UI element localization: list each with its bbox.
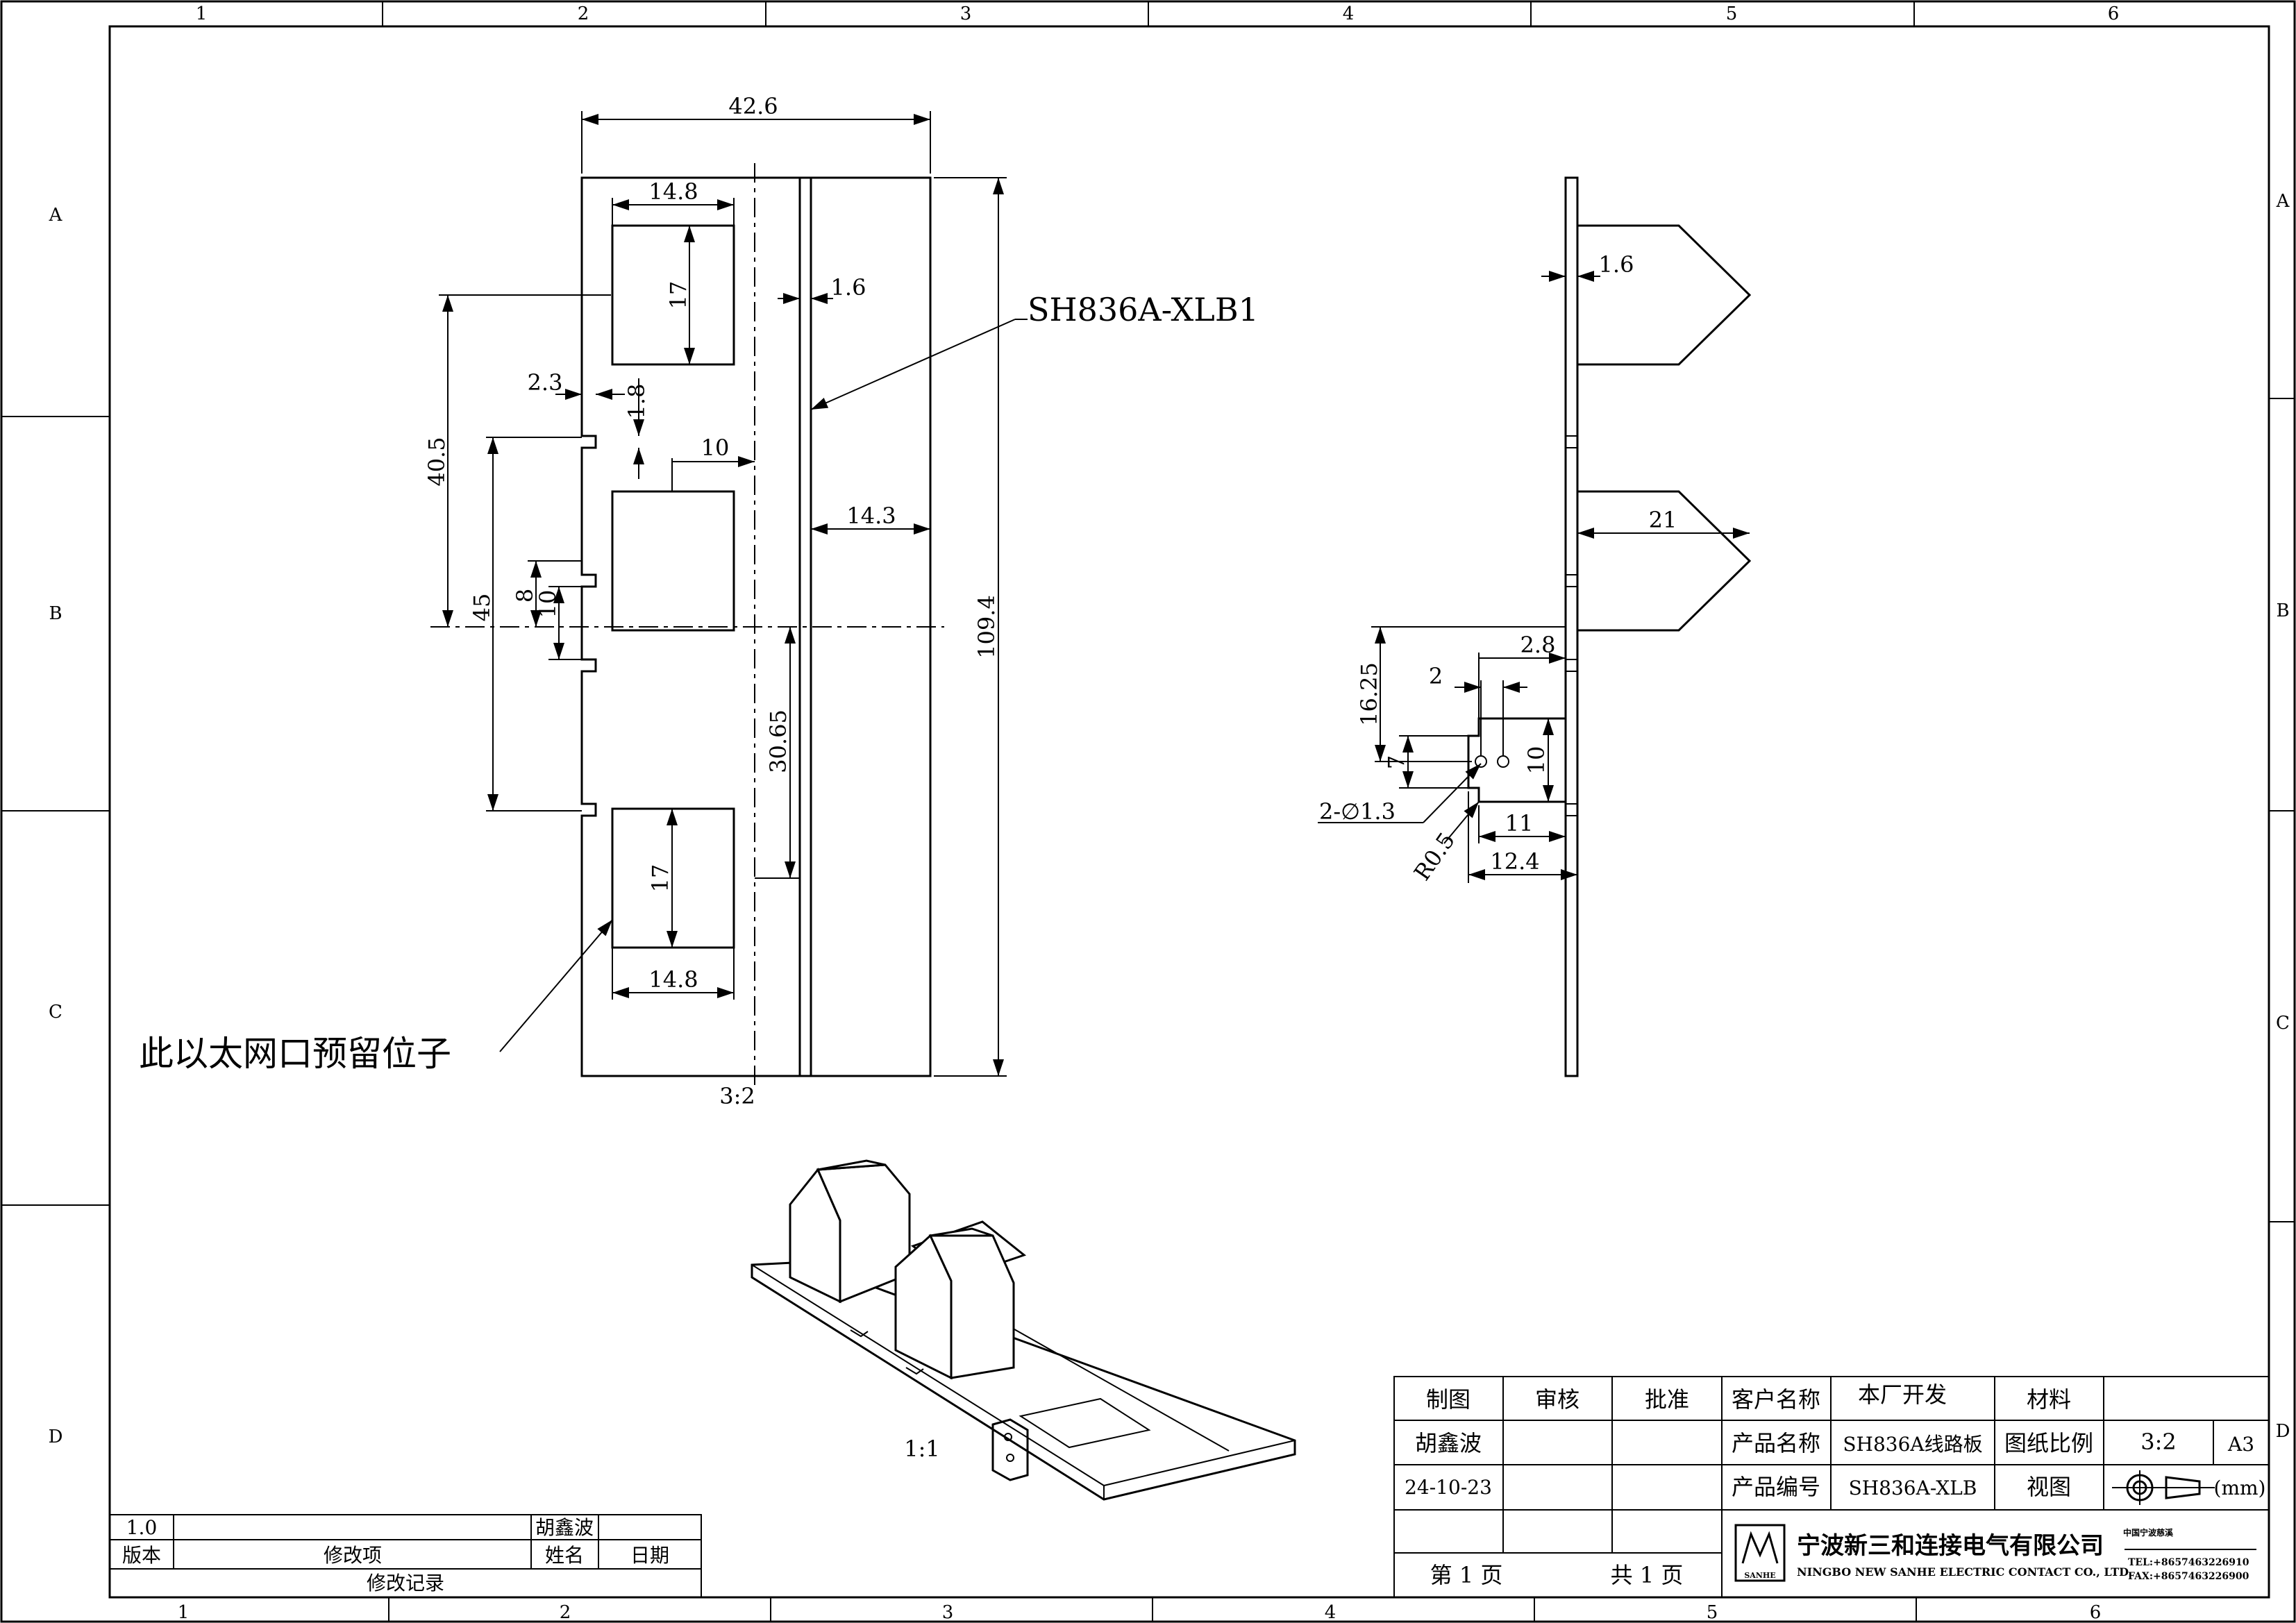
company-tel: TEL:+8657463226910 xyxy=(2128,1557,2249,1568)
rev-header-date: 日期 xyxy=(630,1544,669,1567)
company-logo: SANHE xyxy=(1734,1524,1786,1582)
company-name-cn: 宁波新三和连接电气有限公司 xyxy=(1797,1532,2104,1560)
zone-col-1-bottom: 1 xyxy=(178,1602,190,1623)
tb-drawn-by: 胡鑫波 xyxy=(1415,1430,1482,1456)
dim-port-height-top: 17 xyxy=(665,281,692,310)
side-holes: 2-∅1.3 xyxy=(1319,798,1396,825)
dim-port-offset: 10 xyxy=(701,435,730,461)
zone-row-d-left: D xyxy=(49,1427,63,1447)
zone-col-4-bottom: 4 xyxy=(1325,1602,1336,1623)
dim-overall-width: 42.6 xyxy=(728,93,778,119)
zone-row-c-left: C xyxy=(49,1002,62,1023)
rj45-port-top xyxy=(611,224,735,366)
dim-overall-height: 109.4 xyxy=(973,595,1000,659)
revision-table: 1.0 胡鑫波 版本 修改项 姓名 日期 修改记录 xyxy=(109,1514,702,1598)
zone-row-d-right: D xyxy=(2276,1421,2290,1442)
side-dim-7: 7 xyxy=(1383,755,1409,769)
reserved-port-note: 此以太网口预留位子 xyxy=(139,1034,451,1074)
projection-symbol xyxy=(2112,1470,2215,1505)
tb-scale: 3:2 xyxy=(2140,1429,2177,1455)
dim-pitch-45: 45 xyxy=(469,594,495,622)
dim-notch-10: 10 xyxy=(535,590,561,619)
rev-footer: 修改记录 xyxy=(367,1572,444,1595)
dim-center-30-65: 30.65 xyxy=(765,709,791,773)
rev-header-version: 版本 xyxy=(122,1544,161,1567)
tb-h-product-no: 产品编号 xyxy=(1732,1474,1820,1500)
zone-row-a-left: A xyxy=(49,205,63,226)
tb-h-material: 材料 xyxy=(2027,1386,2071,1413)
tb-h-product-name: 产品名称 xyxy=(1732,1430,1820,1456)
front-view: 42.6 14.8 17 1.6 SH836A-XLB1 2.3 1.8 10 … xyxy=(139,93,1259,1109)
tb-customer: 本厂开发 xyxy=(1858,1381,1947,1408)
dim-port-width-bottom: 14.8 xyxy=(648,966,698,993)
zone-col-3-top: 3 xyxy=(960,3,972,24)
zone-col-3-bottom: 3 xyxy=(942,1602,954,1623)
tb-total: 共 1 页 xyxy=(1611,1562,1684,1588)
rev-header-item: 修改项 xyxy=(324,1544,382,1567)
zone-col-2-top: 2 xyxy=(578,3,589,24)
zone-col-2-bottom: 2 xyxy=(560,1602,571,1623)
front-view-scale: 3:2 xyxy=(719,1083,755,1109)
side-dim-12-4: 12.4 xyxy=(1490,848,1539,875)
dim-board-thickness: 1.6 xyxy=(831,274,866,301)
tb-h-drawn: 制图 xyxy=(1426,1386,1470,1413)
tb-h-customer: 客户名称 xyxy=(1732,1386,1820,1413)
side-dim-2: 2 xyxy=(1429,663,1443,689)
company-name-en: NINGBO NEW SANHE ELECTRIC CONTACT CO., L… xyxy=(1797,1565,2132,1579)
tb-page: 第 1 页 xyxy=(1430,1562,1503,1588)
side-dim-depth: 21 xyxy=(1649,507,1677,533)
tb-unit: (mm) xyxy=(2214,1477,2266,1499)
zone-labels: 1 2 3 4 5 6 1 2 3 4 5 6 A B C D A B C D xyxy=(49,3,2290,1623)
iso-view: 1:1 xyxy=(751,1159,1296,1501)
tb-date: 24-10-23 xyxy=(1405,1476,1492,1499)
zone-col-6-top: 6 xyxy=(2108,3,2120,24)
side-dim-10: 10 xyxy=(1523,746,1550,775)
zone-row-c-right: C xyxy=(2276,1013,2290,1034)
title-block: 制图 审核 批准 客户名称 本厂开发 材料 胡鑫波 产品名称 SH836A线路板… xyxy=(1393,1376,2270,1598)
side-dim-2-8: 2.8 xyxy=(1520,632,1556,658)
side-dim-thickness: 1.6 xyxy=(1599,251,1634,278)
logo-text: SANHE xyxy=(1744,1571,1775,1580)
zone-col-6-bottom: 6 xyxy=(2090,1602,2102,1623)
company-fax: FAX:+8657463226900 xyxy=(2128,1571,2249,1582)
dim-notch-8: 8 xyxy=(512,589,538,603)
iso-view-scale: 1:1 xyxy=(904,1436,940,1462)
tb-h-check: 审核 xyxy=(1535,1386,1579,1413)
rev-name: 胡鑫波 xyxy=(535,1516,594,1539)
side-dim-16-25: 16.25 xyxy=(1356,662,1382,726)
dim-port-width-top: 14.8 xyxy=(648,178,698,205)
zone-col-1-top: 1 xyxy=(196,3,208,24)
dim-notch-height: 1.8 xyxy=(623,384,650,419)
side-radius: R0.5 xyxy=(1409,827,1460,885)
zone-row-b-right: B xyxy=(2276,600,2289,621)
tb-h-view: 视图 xyxy=(2027,1474,2071,1500)
dim-strip-width: 14.3 xyxy=(846,503,896,529)
stamp-top: 中国宁波慈溪 xyxy=(2123,1527,2174,1538)
dim-notch-width: 2.3 xyxy=(528,369,563,396)
zone-col-5-top: 5 xyxy=(1726,3,1738,24)
tb-product-name: SH836A线路板 xyxy=(1843,1433,1982,1456)
rev-version: 1.0 xyxy=(126,1516,158,1539)
zone-col-4-top: 4 xyxy=(1343,3,1355,24)
dim-port-height-bottom: 17 xyxy=(647,864,673,893)
side-dim-11: 11 xyxy=(1505,810,1534,836)
zone-col-5-bottom: 5 xyxy=(1707,1602,1718,1623)
zone-row-b-left: B xyxy=(49,603,62,624)
side-view: 1.6 21 2.8 2 16.25 7 10 2-∅1.3 xyxy=(1318,176,1752,1077)
tb-h-scale: 图纸比例 xyxy=(2004,1430,2093,1456)
tb-h-approve: 批准 xyxy=(1645,1386,1689,1413)
dim-pitch-40-5: 40.5 xyxy=(424,437,450,486)
rj45-port-middle xyxy=(611,490,735,632)
zone-row-a-right: A xyxy=(2276,191,2290,212)
tb-paper: A3 xyxy=(2227,1433,2254,1456)
rev-header-name: 姓名 xyxy=(545,1544,584,1567)
part-label: SH836A-XLB1 xyxy=(1028,291,1259,328)
tb-product-no: SH836A-XLB xyxy=(1849,1477,1977,1499)
